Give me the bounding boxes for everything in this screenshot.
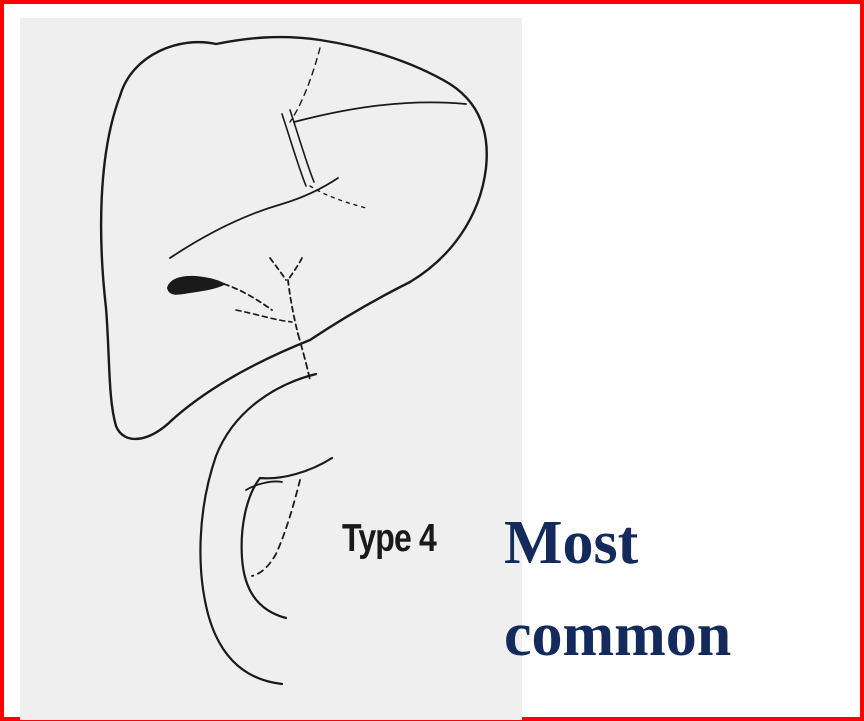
liver-biliary-drawing xyxy=(20,18,522,720)
caption: Most common xyxy=(504,497,731,681)
type-label: Type 4 xyxy=(342,517,436,561)
inner-lobe-contour xyxy=(294,102,466,122)
duct-junction xyxy=(246,481,282,490)
duodenum-outer xyxy=(200,374,316,684)
right-hepatic-duct xyxy=(288,258,302,280)
left-hepatic-duct xyxy=(270,258,286,280)
inner-lobe-contour-2 xyxy=(170,178,338,258)
liver-outline xyxy=(101,37,487,439)
liver-biliary-diagram: Type 4 xyxy=(20,18,522,720)
hepatic-dashed-link xyxy=(236,310,292,322)
falciform-line xyxy=(290,48,320,122)
pancreatic-duct xyxy=(252,480,300,576)
duodenum-inner xyxy=(242,458,332,618)
cystic-duct xyxy=(224,284,272,310)
caption-line-1: Most xyxy=(504,497,731,589)
caption-line-2: common xyxy=(504,589,731,681)
common-hepatic-duct xyxy=(288,280,298,334)
gallbladder xyxy=(168,277,224,294)
